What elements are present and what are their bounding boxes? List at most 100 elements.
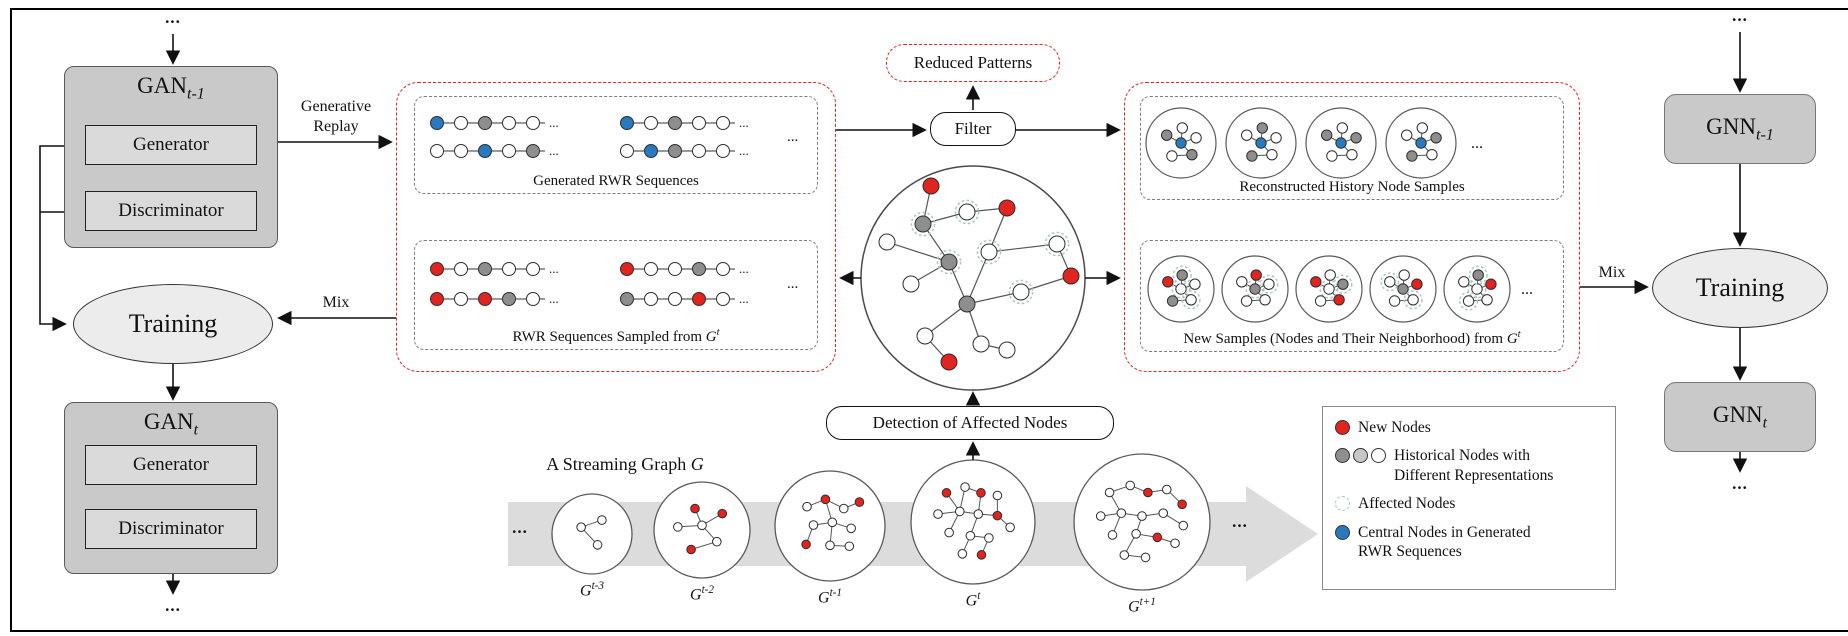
rwr-sequence-ellipsis: ...	[739, 115, 749, 130]
w-node	[973, 509, 984, 519]
r-node	[717, 508, 728, 519]
rwr-node-white	[502, 144, 516, 158]
gray-node	[1161, 129, 1173, 141]
current-graph-circle	[860, 165, 1086, 391]
stream-stage-circle	[1073, 453, 1211, 591]
white-node	[1176, 122, 1188, 134]
stream-stage-circle	[551, 493, 633, 575]
rwr-node-white	[668, 292, 682, 306]
ellipsis-above-gnn-prev: ...	[1732, 6, 1748, 25]
frame-line-bottom	[10, 630, 1848, 632]
r-node	[976, 488, 986, 498]
white-node	[980, 243, 998, 261]
rwr-node-red	[692, 292, 706, 306]
gnn-prev-box: GNNt-1	[1664, 94, 1816, 164]
gan-prev-to-training-wire	[39, 145, 64, 324]
rwr-sequence-ellipsis: ...	[549, 261, 559, 276]
white-node	[1324, 269, 1336, 281]
history-samples-label: Reconstructed History Node Samples	[1239, 179, 1465, 195]
stream-stage-circle	[910, 459, 1036, 585]
w-node	[1119, 550, 1130, 560]
rwr-node-white	[644, 292, 658, 306]
red-node	[1062, 267, 1080, 285]
generator-box: Generator	[85, 125, 257, 165]
rwr-sequence-ellipsis: ...	[549, 115, 559, 130]
rwr-node-gray	[620, 292, 634, 306]
w-node	[1125, 480, 1135, 491]
dark-gray-node-icon	[1335, 448, 1350, 464]
w-node	[957, 549, 968, 559]
gray-node	[1256, 122, 1269, 134]
white-node-icon	[1371, 448, 1386, 464]
sampled-sequences-label: RWR Sequences Sampled from Gt	[512, 327, 720, 345]
w-node	[960, 482, 970, 492]
rwr-node-white	[430, 144, 444, 158]
history-samples-box: ... Reconstructed History Node Samples	[1140, 96, 1564, 200]
gray-node	[914, 215, 932, 233]
w-node	[576, 522, 586, 532]
affected-node-halo	[936, 249, 962, 275]
r-node	[820, 494, 831, 505]
affected-node-halo	[1333, 274, 1353, 294]
rwr-node-white	[716, 262, 730, 276]
white-node	[1048, 235, 1066, 253]
generator-box-2: Generator	[85, 445, 257, 485]
white-node	[1236, 276, 1248, 288]
white-node	[878, 233, 896, 251]
light-gray-node-icon	[1353, 448, 1368, 464]
w-node	[933, 509, 943, 519]
r-node	[1143, 487, 1153, 498]
w-node	[1116, 508, 1127, 518]
r-node	[992, 510, 1003, 521]
new-samples-canvas: ...	[1147, 255, 1533, 323]
gray-node	[958, 295, 976, 313]
blue-node	[1255, 137, 1267, 149]
rwr-node-white	[644, 116, 658, 130]
w-node	[1158, 508, 1169, 518]
gray-node	[1350, 132, 1362, 144]
r-node	[976, 550, 987, 560]
w-node	[673, 522, 683, 532]
central-graph-edge	[924, 303, 968, 337]
white-node	[1185, 294, 1197, 306]
gray-node	[1406, 150, 1418, 162]
w-node	[712, 536, 722, 547]
gray-node	[1397, 283, 1409, 295]
frame-line-top	[10, 8, 1848, 10]
w-node	[592, 540, 603, 550]
blue-node	[1175, 137, 1187, 149]
white-node	[998, 341, 1016, 359]
sequences-ellipsis: ...	[787, 276, 798, 292]
ellipsis-stream-left: ...	[512, 518, 528, 537]
red-node	[1310, 276, 1322, 288]
streaming-graph-title: A Streaming Graph G	[546, 454, 704, 474]
w-node	[802, 501, 812, 512]
gray-node	[1337, 278, 1349, 290]
gnn-prev-title: GNNt-1	[1706, 113, 1774, 144]
affected-node-halo	[1172, 265, 1192, 285]
white-node	[1416, 122, 1428, 134]
rwr-node-blue	[430, 116, 444, 130]
white-node	[1240, 295, 1253, 307]
white-node	[1388, 295, 1401, 307]
historical-nodes-icons	[1335, 446, 1386, 464]
white-node	[1323, 283, 1335, 295]
w-node	[839, 503, 849, 514]
legend-item-historical-nodes: Historical Nodes with Different Represen…	[1335, 446, 1603, 485]
gray-node	[1430, 132, 1442, 144]
gray-node	[1249, 283, 1261, 295]
gray-node	[1176, 269, 1188, 281]
white-node	[1190, 132, 1202, 144]
white-node	[1336, 122, 1349, 134]
white-node	[1175, 283, 1187, 295]
red-node	[998, 199, 1016, 217]
white-node	[1401, 129, 1413, 141]
new-samples-label: New Samples (Nodes and Their Neighborhoo…	[1183, 329, 1521, 347]
rwr-node-red	[430, 292, 444, 306]
rwr-node-blue	[620, 116, 634, 130]
w-node	[984, 533, 994, 543]
new-node-icon	[1335, 420, 1350, 435]
white-node	[1462, 295, 1475, 307]
affected-node-halo	[1380, 272, 1400, 292]
